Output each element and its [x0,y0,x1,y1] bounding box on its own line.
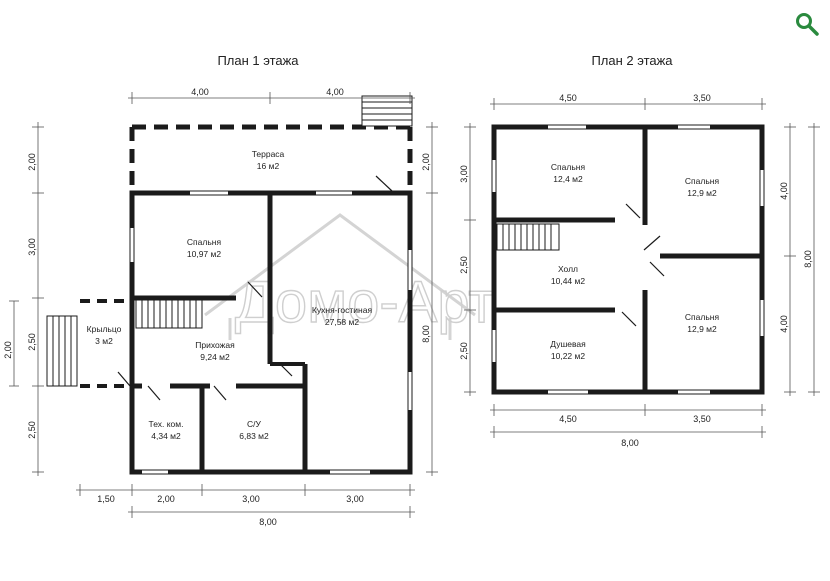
dim-f1-bottom-2: 3,00 [242,494,260,504]
porch-area: 3 м2 [95,336,113,346]
bedroom-left-name: Спальня [551,162,586,172]
floor2-walls [491,124,765,395]
dim-f2-bottom-total: 8,00 [621,438,639,448]
dim-f1-bottom-total: 8,00 [259,517,277,527]
dim-f2-left-2: 2,50 [459,256,469,274]
bedroom-top-right-area: 12,9 м2 [687,188,717,198]
dim-f2-bottom-right: 3,50 [693,414,711,424]
dim-f1-top-right: 4,00 [326,87,344,97]
dim-f1-right-total: 8,00 [421,325,431,343]
dim-f1-porch: 2,00 [3,341,13,359]
floor1-room-labels: Терраса 16 м2 Спальня 10,97 м2 Кухня-гос… [87,149,373,441]
dim-f2-right-1: 4,00 [779,182,789,200]
floor2-dimension-lines [464,98,820,438]
dim-f1-bottom-porch: 1,50 [97,494,115,504]
floor2-title: План 2 этажа [591,53,673,68]
floor2-dimension-labels: 4,50 3,50 4,50 3,50 8,00 3,00 2,50 2,50 … [459,93,813,448]
floor1-walls [80,124,413,475]
bedroom-top-right-name: Спальня [685,176,720,186]
dim-f1-left-1: 2,00 [27,153,37,171]
floor1-windows [130,191,412,474]
porch-name: Крыльцо [87,324,122,334]
shower-area: 10,22 м2 [551,351,585,361]
terrace-name: Терраса [252,149,285,159]
dim-f2-top-left: 4,50 [559,93,577,103]
dim-f1-left-3: 2,50 [27,333,37,351]
dim-f2-bottom-left: 4,50 [559,414,577,424]
bedroom-bottom-right-name: Спальня [685,312,720,322]
tech-room-area: 4,34 м2 [151,431,181,441]
floor2-doors [621,203,665,327]
dim-f2-left-1: 3,00 [459,165,469,183]
floor1-title: План 1 этажа [217,53,299,68]
shower-name: Душевая [550,339,586,349]
hall-name: Холл [558,264,578,274]
floor2-room-labels: Спальня 12,4 м2 Спальня 12,9 м2 Холл 10,… [550,162,719,361]
floor1-doors [117,175,393,401]
bedroom-bottom-right-area: 12,9 м2 [687,324,717,334]
kitchen-name: Кухня-гостиная [312,305,373,315]
terrace-area: 16 м2 [257,161,280,171]
bedroom1-area: 10,97 м2 [187,249,221,259]
bathroom-name: С/У [247,419,262,429]
dim-f2-top-right: 3,50 [693,93,711,103]
dim-f1-top-left: 4,00 [191,87,209,97]
bedroom1-name: Спальня [187,237,222,247]
floor2-windows [492,125,764,394]
dim-f1-left-2: 3,00 [27,238,37,256]
kitchen-area: 27,58 м2 [325,317,359,327]
hall-area: 10,44 м2 [551,276,585,286]
magnifier-icon[interactable] [793,10,821,38]
watermark: Домо-Арт [204,213,496,340]
dim-f2-right-2: 4,00 [779,315,789,333]
floor1-dimension-lines [9,92,438,518]
hallway-name: Прихожая [195,340,235,350]
hallway-area: 9,24 м2 [200,352,230,362]
floor1-stairs [46,95,413,387]
dim-f1-bottom-3: 3,00 [346,494,364,504]
watermark-text: Домо-Арт [235,270,495,335]
tech-room-name: Тех. ком. [149,419,184,429]
floor2-stairs [496,223,560,251]
dim-f1-left-4: 2,50 [27,421,37,439]
dim-f2-left-3: 2,50 [459,342,469,360]
bedroom-left-area: 12,4 м2 [553,174,583,184]
dim-f2-right-total: 8,00 [803,250,813,268]
floor1-dimension-labels: 4,00 4,00 2,00 3,00 2,50 2,50 2,00 2,00 … [3,87,431,527]
dim-f1-bottom-1: 2,00 [157,494,175,504]
bathroom-area: 6,83 м2 [239,431,269,441]
dim-f1-right-top: 2,00 [421,153,431,171]
